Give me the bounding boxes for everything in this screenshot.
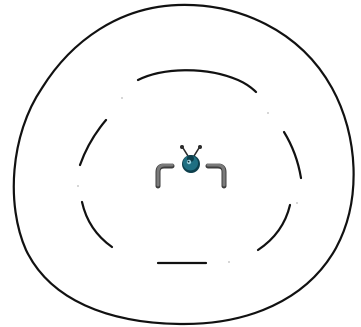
player-antenna-right-tip [198, 145, 202, 149]
speck [121, 97, 123, 99]
speck [267, 112, 269, 114]
speck [296, 202, 298, 204]
player-eye-pupil [188, 161, 190, 163]
player-antenna-left-tip [180, 145, 184, 149]
speck [228, 261, 230, 263]
speck [77, 185, 79, 187]
